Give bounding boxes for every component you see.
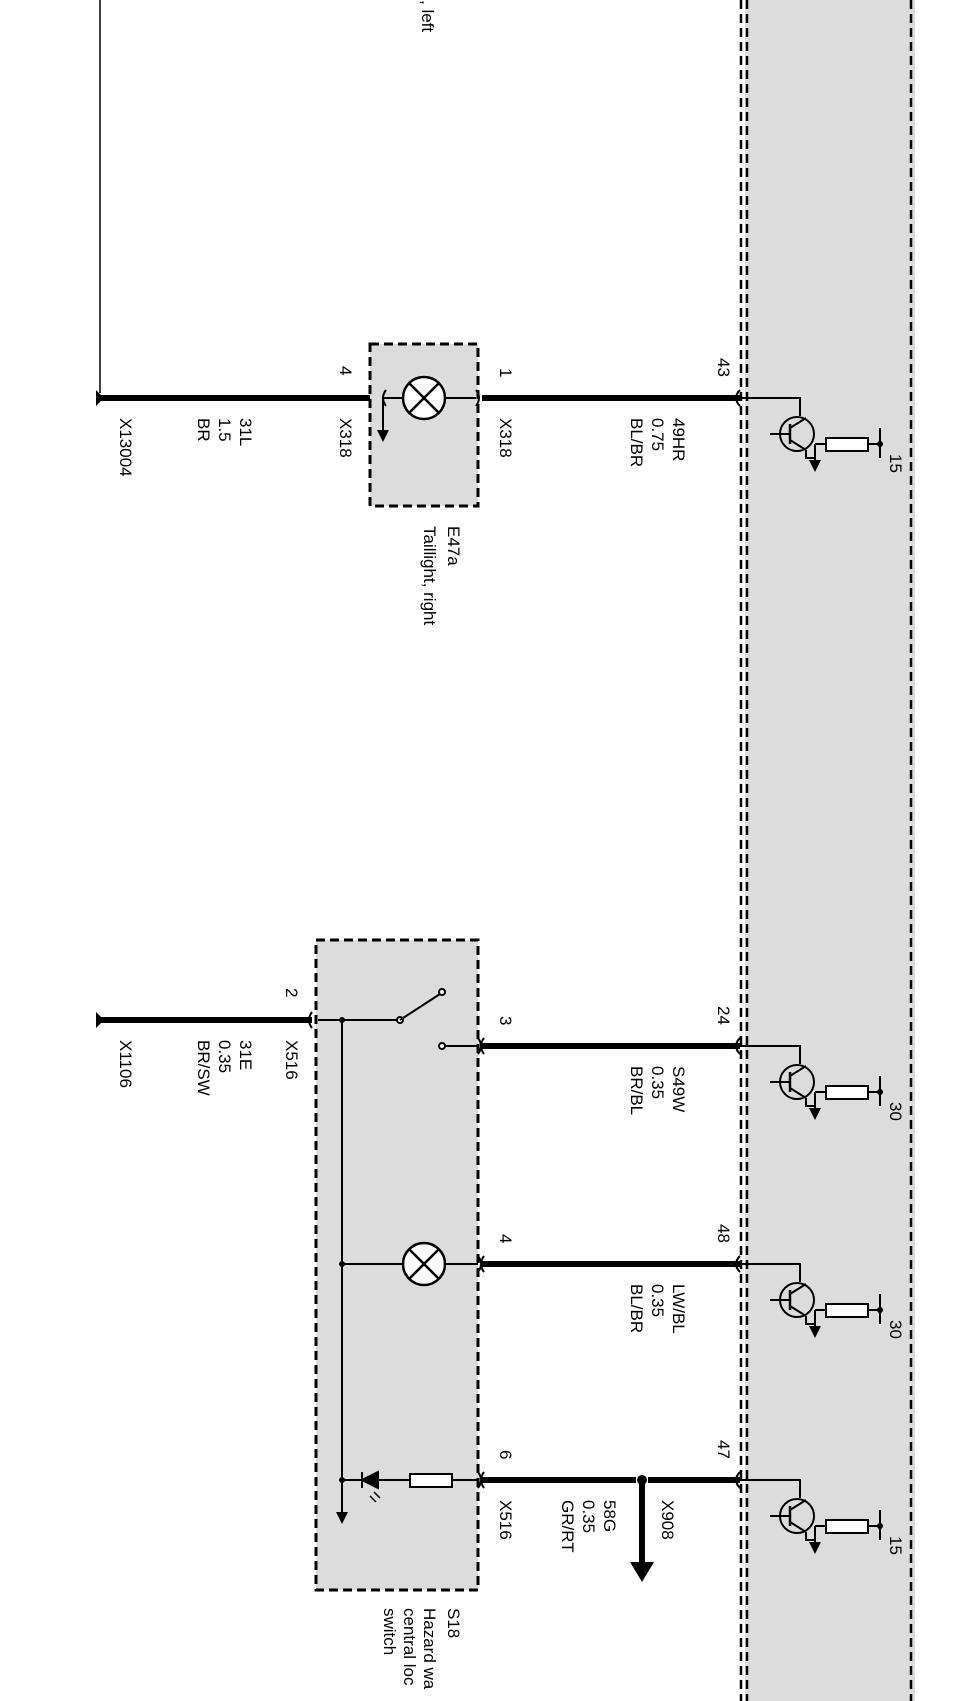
splice-label: X908 [658,1500,677,1540]
switch-pin-ground: 2 [282,988,301,997]
wire-49hr-code: 49HR [669,418,688,461]
output-stage-24 [740,1045,883,1121]
switch-pin-6: 6 [496,1450,515,1459]
module-pin-24: 24 [714,1006,733,1025]
wire-s49w-code: S49W [669,1066,688,1112]
switch-id: S18 [444,1608,463,1638]
supply-label-47: 15 [886,1536,905,1555]
switch-name-line-1: Hazard wa [420,1608,439,1690]
taillight-connector-out: X318 [336,418,355,458]
taillight-name: Taillight, right [420,526,439,625]
wire-lwbl-color: BL/BR [627,1284,646,1333]
switch-lamp-icon [401,1241,447,1287]
switch-name-line-3: switch [380,1608,399,1655]
switch-resistor [409,1473,453,1488]
switch-connector-top: X516 [282,1040,301,1080]
wire-s49w-size: 0.35 [648,1066,667,1099]
fragment-label: , left [418,0,437,32]
wire-31e-size: 0.35 [215,1040,234,1073]
taillight-box [368,342,480,508]
supply-label-24: 30 [886,1102,905,1121]
wire-49hr-size: 0.75 [648,418,667,451]
wire-31e-code: 31E [236,1040,255,1070]
switch-led-icon [359,1470,379,1490]
taillight-pin-out: 4 [336,366,355,375]
wire-lwbl-size: 0.35 [648,1284,667,1317]
output-stage-43 [740,397,883,473]
control-module [745,0,915,1701]
wire-31l-size: 1.5 [215,418,234,442]
wire-31l-code: 31L [236,418,255,446]
taillight-ground-label: X13004 [116,418,135,477]
output-stage-48 [740,1263,883,1339]
wire-49hr-color: BL/BR [627,418,646,467]
switch-name-line-2: central loc [400,1608,419,1686]
switch-contact [399,993,441,1021]
wire-s49w-color: BR/BL [627,1066,646,1115]
supply-label-48: 30 [886,1320,905,1339]
switch-ground-label: X1106 [116,1040,135,1088]
taillight-id: E47a [444,526,463,566]
switch-pin-3: 3 [496,1016,515,1025]
taillight-lamp-icon [401,375,447,421]
wire-58g-size: 0.35 [579,1500,598,1533]
module-pin-43: 43 [714,358,733,377]
wire-58g-code: 58G [600,1500,619,1532]
taillight-pin-in: 1 [496,368,515,377]
splice-arrow-icon [630,1562,654,1582]
module-pin-47: 47 [714,1440,733,1459]
wire-31e-color: BR/SW [194,1040,213,1096]
output-stage-47 [740,1479,883,1555]
module-pin-48: 48 [714,1224,733,1243]
switch-pin-4: 4 [496,1234,515,1243]
supply-label-43: 15 [886,454,905,473]
wire-lwbl-code: LW/BL [669,1284,688,1334]
taillight-connector-in: X318 [496,418,515,458]
wire-31l-color: BR [194,418,213,442]
switch-connector-bottom: X516 [496,1500,515,1540]
wire-58g-color: GR/RT [558,1500,577,1553]
